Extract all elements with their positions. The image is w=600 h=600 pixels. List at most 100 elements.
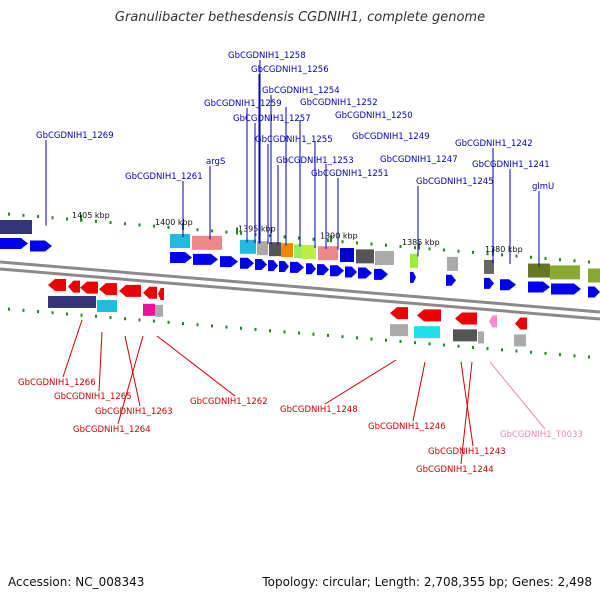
forward-gene-arrow xyxy=(268,260,278,272)
tick-lower xyxy=(254,327,257,331)
feature-box-upper xyxy=(484,259,494,274)
tick-upper xyxy=(269,234,271,238)
ruler-label: 1400 kbp xyxy=(155,218,193,227)
reverse-gene-arrow xyxy=(68,280,80,293)
tick-lower xyxy=(124,317,126,321)
gene-label-bottom: GbCGDNIH1_1264 xyxy=(73,425,151,435)
gene-label-bottom: GbCGDNIH1_1262 xyxy=(190,397,268,407)
leader-line-bottom xyxy=(156,335,236,397)
tick-lower xyxy=(559,353,561,357)
gene-label-top: GbCGDNIH1_1251 xyxy=(311,169,389,179)
gene-label-top: GbCGDNIH1_1249 xyxy=(352,132,430,142)
tick-upper xyxy=(153,224,155,228)
tick-upper xyxy=(167,225,170,229)
tick-lower xyxy=(327,333,329,337)
tick-upper xyxy=(544,256,547,260)
gene-label-top: GbCGDNIH1_1242 xyxy=(455,139,533,149)
tick-lower xyxy=(312,332,315,336)
forward-gene-arrow xyxy=(484,277,494,289)
gene-label-bottom: GbCGDNIH1_T0033 xyxy=(500,430,583,440)
tick-upper xyxy=(370,242,373,246)
tick-lower xyxy=(37,310,39,314)
forward-gene-arrow xyxy=(306,263,316,275)
tick-lower xyxy=(240,326,242,330)
feature-boxes xyxy=(0,220,600,347)
gene-label-bottom: GbCGDNIH1_1244 xyxy=(416,465,494,475)
tick-major xyxy=(80,214,82,222)
leader-line-bottom xyxy=(324,359,397,405)
tick-lower xyxy=(51,311,54,315)
forward-gene-arrow xyxy=(240,257,254,269)
tick-upper xyxy=(8,212,10,216)
tick-lower xyxy=(544,351,547,355)
reverse-gene-arrow xyxy=(48,278,66,291)
feature-box-lower xyxy=(48,295,96,308)
reverse-gene-arrow xyxy=(515,317,527,330)
gene-label-top: GbCGDNIH1_1259 xyxy=(204,99,282,109)
tick-lower xyxy=(414,341,416,345)
tick-major xyxy=(330,235,332,243)
feature-box-upper xyxy=(302,244,316,259)
backbone-bottom-line xyxy=(0,267,600,321)
ruler-label: 1380 kbp xyxy=(485,245,523,254)
tick-lower xyxy=(211,324,213,328)
feature-box-upper xyxy=(281,243,293,258)
tick-upper xyxy=(327,238,329,242)
tick-upper xyxy=(573,259,576,263)
tick-upper xyxy=(109,221,112,225)
feature-box-lower xyxy=(390,324,408,337)
scale-ticks xyxy=(8,212,590,359)
tick-lower xyxy=(80,313,83,317)
tick-upper xyxy=(588,260,590,264)
forward-gene-arrow xyxy=(30,240,52,252)
leader-lines xyxy=(45,60,546,465)
tick-upper xyxy=(530,255,532,259)
leader-line-bottom xyxy=(412,361,426,422)
gene-label-top: GbCGDNIH1_1258 xyxy=(228,51,306,61)
feature-box-lower xyxy=(155,304,163,317)
gene-label-top: GbCGDNIH1_1252 xyxy=(300,98,378,108)
tick-lower xyxy=(341,335,344,339)
tick-lower xyxy=(501,348,503,352)
tick-lower xyxy=(138,318,141,322)
feature-box-upper xyxy=(257,241,268,256)
feature-box-upper xyxy=(550,265,580,280)
feature-box-upper xyxy=(170,234,190,249)
reverse-gene-arrow xyxy=(417,309,441,322)
tick-upper xyxy=(95,219,97,223)
gene-label-top: GbCGDNIH1_1256 xyxy=(251,65,329,75)
forward-gene-arrow xyxy=(317,264,329,276)
tick-upper xyxy=(443,248,445,252)
tick-lower xyxy=(182,322,184,326)
forward-gene-arrow xyxy=(528,281,550,293)
tick-lower xyxy=(225,325,228,329)
ruler-label: 1390 kbp xyxy=(320,231,358,240)
feature-box-upper xyxy=(294,244,302,259)
ruler-label: 1395 kbp xyxy=(238,225,276,234)
tick-major xyxy=(236,227,238,235)
feature-box-lower xyxy=(97,300,117,313)
feature-box-upper xyxy=(340,248,354,263)
tick-lower xyxy=(486,347,489,351)
gene-labels: GbCGDNIH1_1258GbCGDNIH1_1256GbCGDNIH1_12… xyxy=(18,51,583,475)
tick-lower xyxy=(573,354,576,358)
gene-label-top: GbCGDNIH1_1241 xyxy=(472,160,550,170)
tick-upper xyxy=(298,236,300,240)
reverse-gene-arrow xyxy=(489,315,497,328)
forward-gene-arrow xyxy=(374,268,388,280)
gene-label-bottom: GbCGDNIH1_1266 xyxy=(18,378,96,388)
tick-lower xyxy=(95,314,97,318)
tick-lower xyxy=(298,331,300,335)
tick-upper xyxy=(457,249,460,253)
tick-lower xyxy=(356,336,358,340)
tick-lower xyxy=(443,343,445,347)
feature-box-upper xyxy=(588,268,600,283)
tick-upper xyxy=(515,254,518,258)
gene-label-top: argS xyxy=(206,157,225,167)
tick-lower xyxy=(399,339,402,343)
tick-upper xyxy=(240,231,242,235)
feature-box-upper xyxy=(269,242,281,257)
tick-lower xyxy=(269,329,271,333)
tick-upper xyxy=(341,240,344,244)
